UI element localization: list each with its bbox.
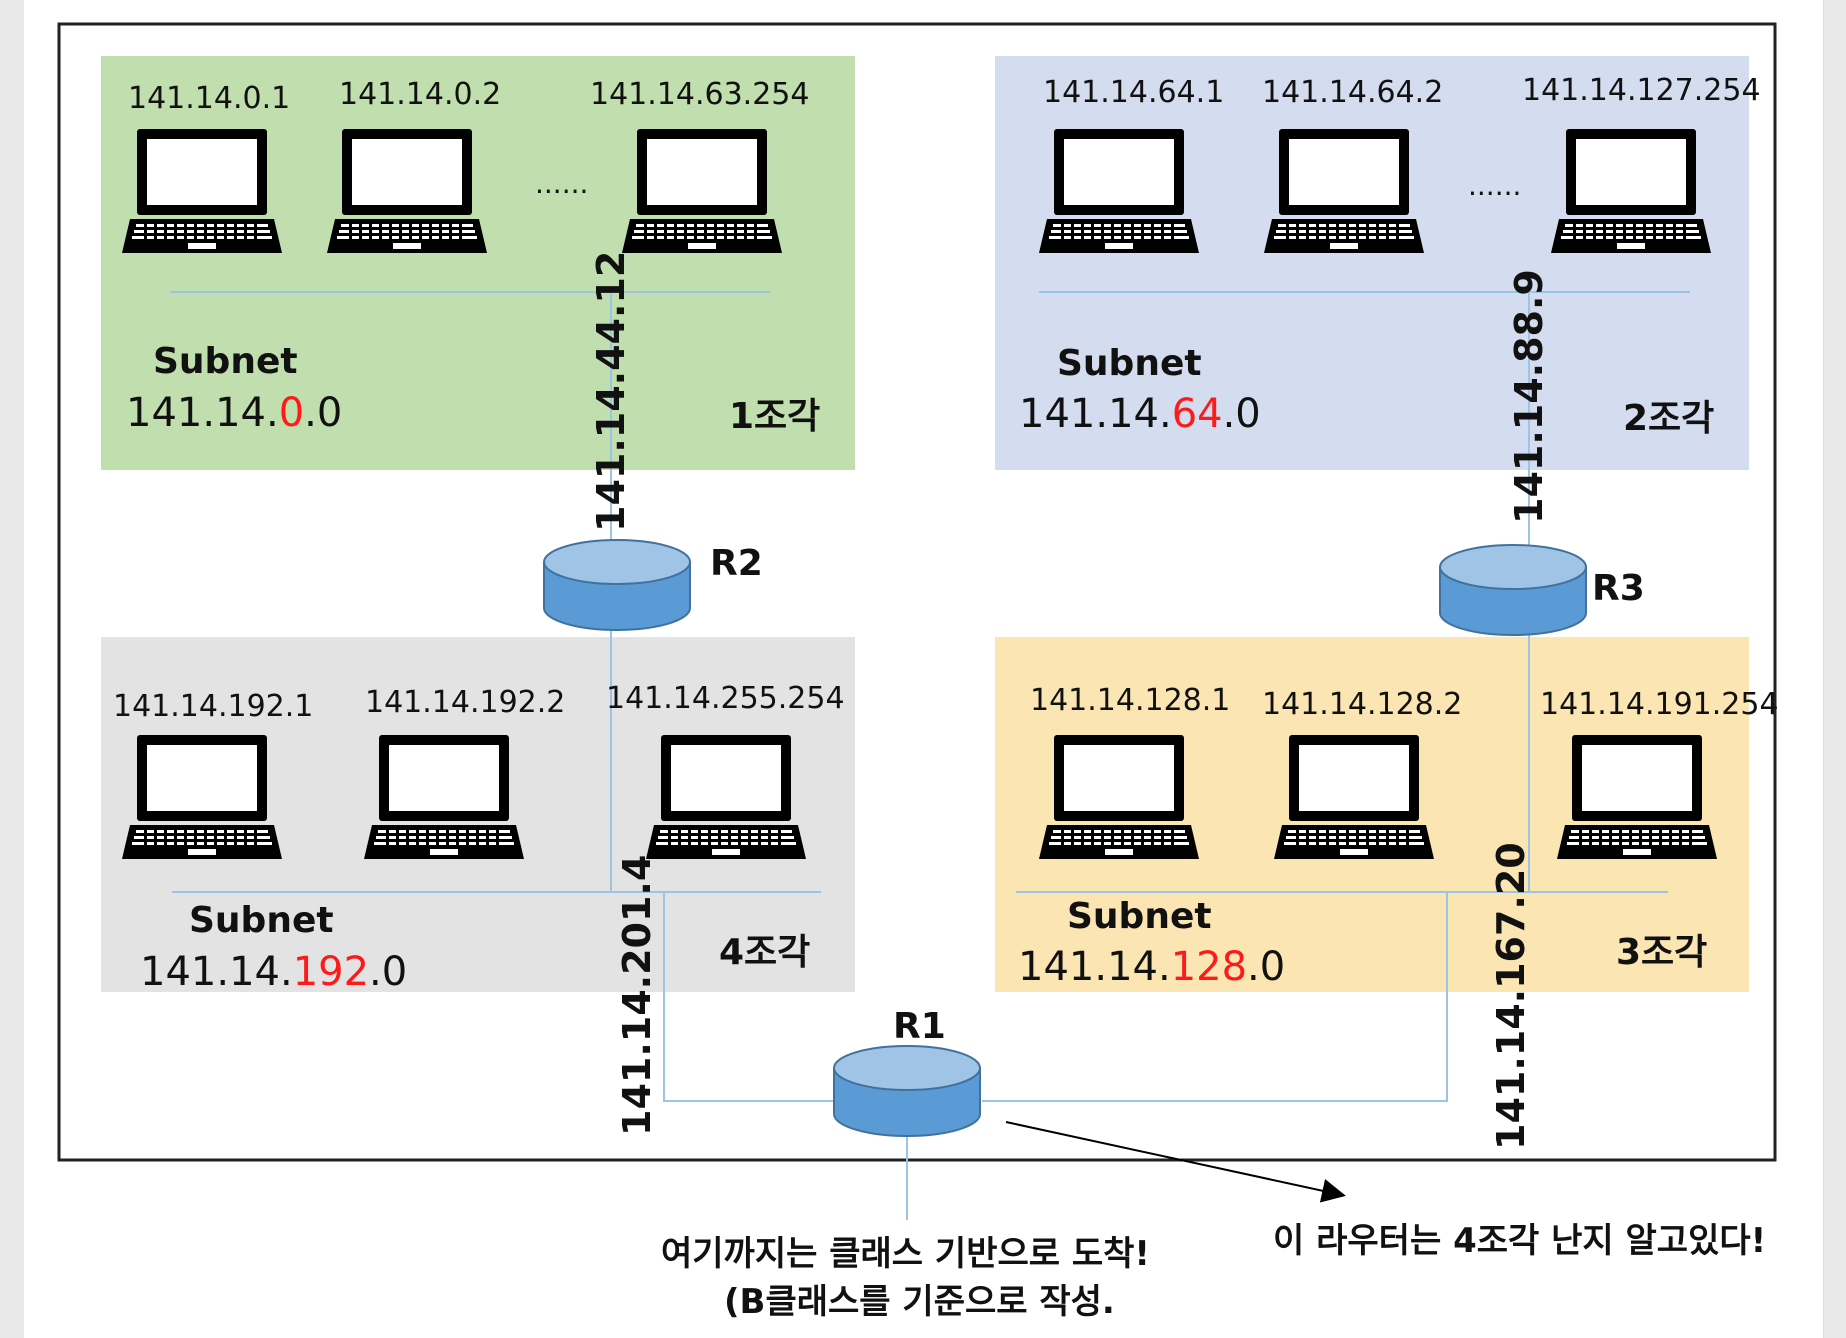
subnet-1-area <box>101 56 855 470</box>
host-ip-label: 141.14.192.2 <box>365 685 565 720</box>
laptop-icon <box>1039 735 1199 859</box>
laptop-icon <box>1274 735 1434 859</box>
subnet-heading: Subnet <box>189 900 334 941</box>
subnet-address: 141.14.0.0 <box>126 390 342 436</box>
laptop-icon <box>364 735 524 859</box>
document-canvas: 141.14.0.1 141.14.0.2 141.14.63.254 ....… <box>24 0 1824 1338</box>
link-subnet4-r1 <box>663 892 839 1102</box>
piece-label: 4조각 <box>719 932 810 973</box>
host-ip-label: 141.14.63.254 <box>590 77 809 112</box>
router-icon <box>543 539 691 631</box>
network-diagram: 141.14.0.1 141.14.0.2 141.14.63.254 ....… <box>57 22 1779 1322</box>
link-ip-label: 141.14.88.9 <box>1507 269 1551 524</box>
host-ip-label: 141.14.128.1 <box>1030 683 1230 718</box>
laptop-icon <box>122 129 282 253</box>
subnet-heading: Subnet <box>1067 896 1212 937</box>
host-ellipsis: ...... <box>535 167 588 200</box>
host-ip-label: 141.14.128.2 <box>1262 687 1462 722</box>
laptop-icon <box>1557 735 1717 859</box>
laptop-icon <box>327 129 487 253</box>
right-scroll-gutter <box>1823 0 1846 1338</box>
piece-label: 1조각 <box>729 396 820 437</box>
host-ip-label: 141.14.192.1 <box>113 689 313 724</box>
link-ip-label: 141.14.201.4 <box>615 855 659 1136</box>
laptop-icon <box>1551 129 1711 253</box>
router-icon <box>833 1045 981 1137</box>
host-ip-label: 141.14.64.1 <box>1043 75 1224 110</box>
router-label: R2 <box>710 543 763 584</box>
host-ip-label: 141.14.0.2 <box>339 77 501 112</box>
link-r1-subnet3 <box>982 892 1448 1102</box>
laptop-icon <box>122 735 282 859</box>
bottom-note-line2: (B클래스를 기준으로 작성. <box>724 1282 1115 1322</box>
subnet-heading: Subnet <box>1057 343 1202 384</box>
host-ip-label: 141.14.191.254 <box>1540 687 1779 722</box>
router-note: 이 라우터는 4조각 난지 알고있다! <box>1273 1221 1766 1261</box>
router-label: R1 <box>893 1006 946 1047</box>
left-scroll-gutter <box>0 0 25 1338</box>
subnet-2-area <box>995 56 1749 470</box>
link-ip-label: 141.14.167.20 <box>1489 842 1533 1150</box>
host-ellipsis: ...... <box>1468 169 1521 202</box>
router-icon <box>1439 544 1587 636</box>
link-ip-label: 141.14.44.12 <box>589 251 633 532</box>
subnet-address: 141.14.128.0 <box>1018 944 1285 990</box>
host-ip-label: 141.14.255.254 <box>606 681 845 716</box>
piece-label: 2조각 <box>1623 398 1714 439</box>
arrow-icon <box>1005 1121 1346 1203</box>
host-ip-label: 141.14.0.1 <box>128 81 290 116</box>
diagram-frame <box>57 22 1777 1162</box>
router-label: R3 <box>1592 568 1645 609</box>
laptop-icon <box>646 735 806 859</box>
subnet-heading: Subnet <box>153 341 298 382</box>
host-ip-label: 141.14.127.254 <box>1522 73 1761 108</box>
subnet-address: 141.14.64.0 <box>1019 391 1261 437</box>
network-links <box>170 291 1690 1220</box>
laptop-icon <box>1039 129 1199 253</box>
piece-label: 3조각 <box>1616 932 1707 973</box>
laptop-icon <box>1264 129 1424 253</box>
host-ip-label: 141.14.64.2 <box>1262 75 1443 110</box>
bottom-note-line1: 여기까지는 클래스 기반으로 도착! <box>661 1234 1150 1274</box>
laptop-icon <box>622 129 782 253</box>
subnet-address: 141.14.192.0 <box>140 949 407 995</box>
